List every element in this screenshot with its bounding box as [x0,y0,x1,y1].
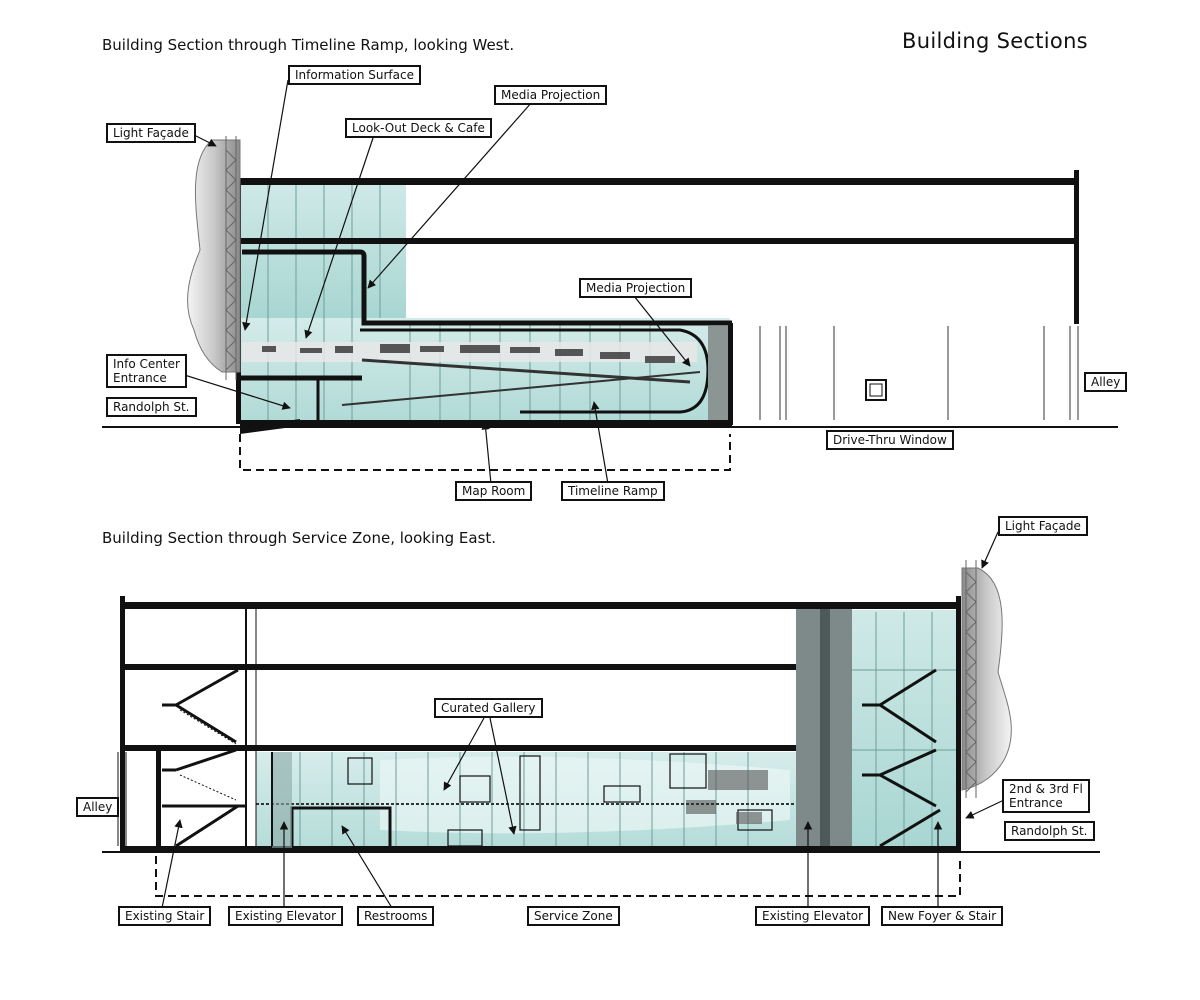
label-existing-elevator-right: Existing Elevator [755,906,871,926]
ground-slab [240,420,732,426]
entrance-wedge [240,419,300,434]
label-timeline-ramp: Timeline Ramp [561,481,665,501]
ground-floor-slab [120,846,960,852]
information-strip-marks [262,344,675,363]
facade-truss-right [965,560,977,798]
drive-thru-window-frame [865,379,887,401]
bottom-basement-outline [155,856,961,897]
label-restrooms: Restrooms [357,906,435,926]
light-facade-left [187,139,241,373]
foyer-glass [852,610,960,848]
label-entrance-line1: 2nd & 3rd Fl [1009,782,1083,796]
label-randolph-st-top: Randolph St. [106,397,197,417]
facade-truss-left [225,136,237,380]
label-randolph-st-bottom: Randolph St. [1004,821,1095,841]
label-entrance-line2: Entrance [1009,796,1063,810]
top-section [102,79,1118,485]
label-drive-thru-window: Drive-Thru Window [826,430,954,450]
roof-slab [236,178,1078,185]
drive-thru-window-inner [869,383,883,397]
label-information-surface: Information Surface [288,65,421,85]
label-info-center-line1: Info Center [113,357,180,371]
second-slab [236,238,1078,244]
stair-core-wall [156,750,161,848]
foyer-stairs [862,668,941,848]
label-light-facade-bottom: Light Façade [998,516,1088,536]
label-curated-gallery: Curated Gallery [434,698,543,718]
bottom-mullions [299,612,958,846]
right-wall [1074,170,1079,324]
ramp-lower [341,371,701,406]
stair-treads-left [179,709,237,801]
ramp-end-shaft [708,326,730,420]
lower-glass-band [240,318,730,422]
top-basement-outline [239,434,731,471]
label-look-out-deck: Look-Out Deck & Cafe [345,118,492,138]
bottom-roof [120,602,960,609]
bottom-section [102,531,1100,909]
bottom-left-wall [120,596,125,852]
look-out-deck [242,249,732,326]
label-alley-bottom: Alley [76,797,120,817]
existing-stairs [162,668,246,848]
label-new-foyer-stair: New Foyer & Stair [881,906,1004,926]
ramp-end-wall [728,323,733,425]
second-floor-slab [120,745,796,751]
right-volume-mullions [759,326,1079,420]
label-info-center-entrance: Info Center Entrance [106,354,187,388]
label-light-facade-top: Light Façade [106,123,196,143]
light-facade-right [961,567,1012,791]
section-top-title: Building Section through Timeline Ramp, … [102,36,515,54]
label-service-zone: Service Zone [527,906,620,926]
label-alley-top: Alley [1084,372,1128,392]
top-leaders [177,79,691,485]
third-floor-slab [120,664,796,670]
label-existing-stair: Existing Stair [118,906,212,926]
bottom-right-wall [956,596,961,852]
elevator-core-inner [820,606,830,850]
label-media-projection-lower: Media Projection [579,278,693,298]
label-info-center-line2: Entrance [113,371,167,385]
label-map-room: Map Room [455,481,533,501]
label-media-projection-upper: Media Projection [494,85,608,105]
page-title: Building Sections [902,29,1088,53]
label-second-third-entrance: 2nd & 3rd Fl Entrance [1002,779,1090,813]
elevator-shaft-left [272,752,292,848]
gallery-glow [380,756,790,834]
bottom-leaders [161,531,1005,909]
section-bottom-title: Building Section through Service Zone, l… [102,529,497,547]
label-existing-elevator-left: Existing Elevator [228,906,344,926]
